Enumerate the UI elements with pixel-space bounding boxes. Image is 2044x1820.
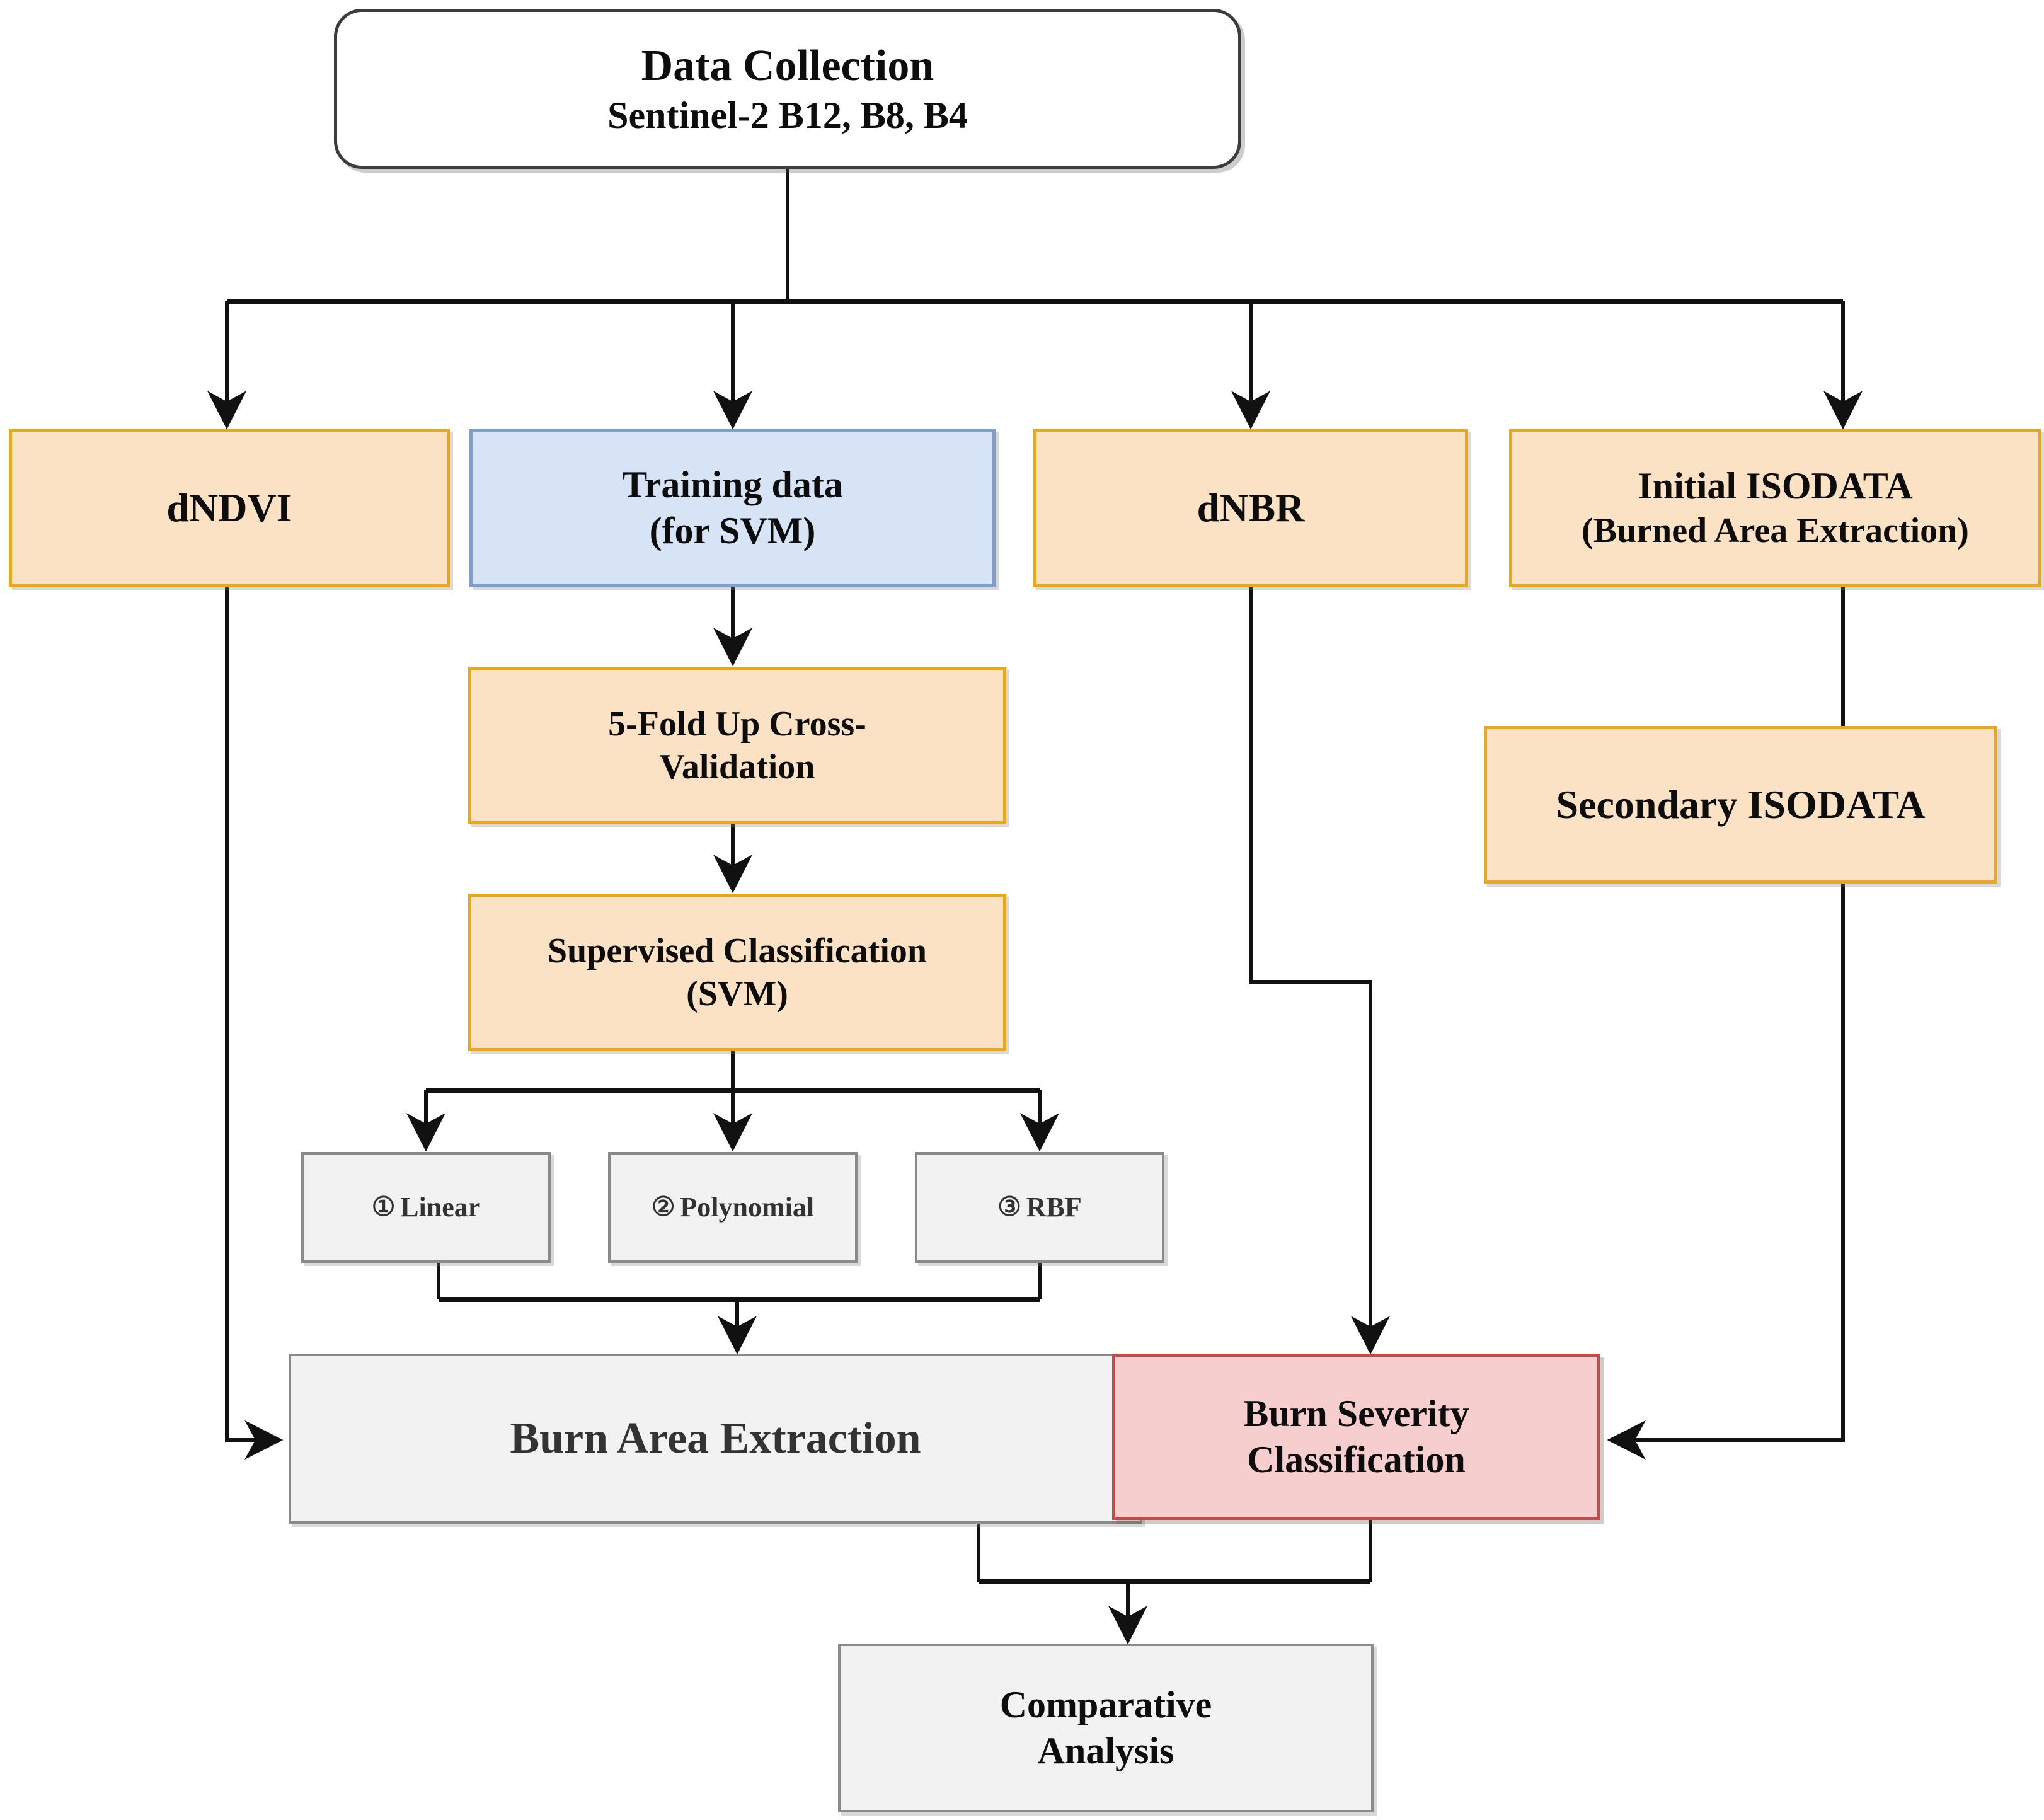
circled-number-two-icon: ②	[651, 1192, 675, 1223]
node-dnbr[interactable]: dNBR	[1033, 429, 1468, 587]
training-data-label-line2: (for SVM)	[649, 510, 816, 551]
node-dndvi[interactable]: dNDVI	[9, 429, 450, 587]
node-initial-isodata[interactable]: Initial ISODATA (Burned Area Extraction)	[1509, 429, 2041, 587]
node-burn-severity-classification[interactable]: Burn Severity Classification	[1112, 1354, 1600, 1520]
comparative-analysis-label-line1: Comparative	[999, 1683, 1212, 1725]
dndvi-label: dNDVI	[166, 485, 292, 530]
kernel-polynomial-label: Polynomial	[680, 1192, 815, 1223]
node-kernel-linear[interactable]: ① Linear	[301, 1152, 551, 1263]
data-collection-title: Data Collection	[641, 41, 934, 90]
node-burn-area-extraction[interactable]: Burn Area Extraction	[289, 1354, 1142, 1524]
training-data-label-line1: Training data	[622, 463, 843, 505]
wire-dnbr-to-burnseverity	[1249, 587, 1391, 1355]
wire-dndvi-to-burnarea	[225, 587, 284, 1460]
burn-severity-label-line2: Classification	[1247, 1439, 1466, 1480]
cross-validation-label-line2: Validation	[659, 747, 815, 786]
kernel-linear-label: Linear	[400, 1192, 481, 1223]
initial-isodata-label-line1: Initial ISODATA	[1638, 465, 1913, 507]
node-comparative-analysis[interactable]: Comparative Analysis	[838, 1644, 1374, 1812]
dnbr-label: dNBR	[1197, 485, 1305, 530]
supervised-label-line2: (SVM)	[686, 974, 788, 1013]
data-collection-subtitle: Sentinel-2 B12, B8, B4	[607, 95, 968, 137]
node-cross-validation[interactable]: 5-Fold Up Cross- Validation	[468, 667, 1006, 824]
secondary-isodata-label: Secondary ISODATA	[1556, 781, 1926, 827]
circled-number-one-icon: ①	[371, 1192, 396, 1223]
burn-severity-label-line1: Burn Severity	[1243, 1392, 1469, 1434]
initial-isodata-label-line2: (Burned Area Extraction)	[1582, 511, 1969, 551]
node-supervised-classification[interactable]: Supervised Classification (SVM)	[468, 894, 1006, 1051]
supervised-label-line1: Supervised Classification	[547, 931, 927, 970]
node-kernel-rbf[interactable]: ③ RBF	[915, 1152, 1164, 1263]
kernel-rbf-label: RBF	[1026, 1192, 1082, 1223]
node-training-data[interactable]: Training data (for SVM)	[469, 429, 996, 587]
node-kernel-polynomial[interactable]: ② Polynomial	[608, 1152, 858, 1263]
burn-area-extraction-label: Burn Area Extraction	[510, 1414, 921, 1463]
cross-validation-label-line1: 5-Fold Up Cross-	[608, 704, 866, 744]
comparative-analysis-label-line2: Analysis	[1037, 1730, 1174, 1771]
wire-secondary-to-burnseverity	[1607, 882, 1845, 1460]
node-secondary-isodata[interactable]: Secondary ISODATA	[1484, 726, 1997, 884]
node-data-collection[interactable]: Data Collection Sentinel-2 B12, B8, B4	[334, 9, 1241, 169]
circled-number-three-icon: ③	[997, 1192, 1022, 1223]
